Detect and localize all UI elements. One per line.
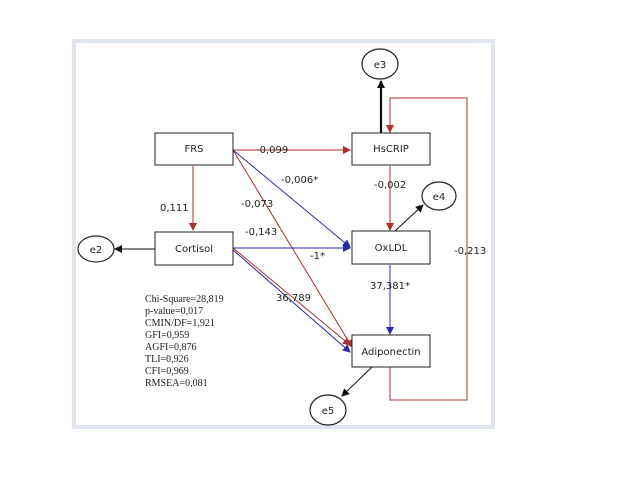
coef-frs-oxldl: -0,006* [281,175,318,186]
error-e5-label: e5 [322,406,335,417]
coef-cortisol-adiponectin-b: 36,789 [276,293,311,304]
path-oxldl-e4 [394,204,424,232]
path-cortisol-adiponectin-a [232,247,351,346]
error-e3: e3 [361,48,399,80]
coef-cortisol-oxldl: -0,143 [245,227,277,238]
node-frs-label: FRS [184,144,203,155]
fit-tli: TLI=0,926 [145,354,189,365]
coef-frs-cortisol: 0,111 [160,203,189,214]
fit-p-value: p-value=0,017 [145,306,203,317]
node-oxldl: OxLDL [351,230,431,265]
path-cortisol-adiponectin-b [232,249,351,353]
node-oxldl-label: OxLDL [375,243,408,254]
coef-cortisol-adiponectin-a: -1* [310,251,325,262]
path-frs-oxldl [232,149,351,248]
fit-gfi: GFI=0,959 [145,330,189,341]
coef-frs-hscrip: -0,099 [256,145,288,156]
coef-oxldl-adiponectin: 37,381* [370,281,410,292]
fit-chi-square: Chi-Square=28,819 [145,294,224,305]
node-frs: FRS [154,132,234,166]
path-adiponectin-hscrip [386,97,468,401]
fit-cmin-df: CMIN/DF=1,921 [145,318,215,329]
error-e3-label: e3 [374,60,387,71]
node-hscrip: HsCRIP [351,132,431,166]
path-adiponectin-e5 [341,366,373,397]
error-e2-label: e2 [90,245,103,256]
error-e5: e5 [309,394,347,426]
coef-frs-adiponectin: -0,073 [241,199,273,210]
node-cortisol: Cortisol [154,231,234,266]
error-e4: e4 [421,181,457,211]
node-adiponectin-label: Adiponectin [361,347,420,358]
error-e2: e2 [77,235,115,263]
error-e4-label: e4 [433,192,446,203]
node-hscrip-label: HsCRIP [373,144,409,155]
coef-adiponectin-hscrip: -0,213 [454,246,486,257]
coef-hscrip-oxldl: -0,002 [374,180,406,191]
fit-statistics: Chi-Square=28,819 p-value=0,017 CMIN/DF=… [145,294,224,389]
node-cortisol-label: Cortisol [175,244,213,255]
fit-cfi: CFI=0,969 [145,366,189,377]
fit-rmsea: RMSEA=0,081 [145,378,208,389]
fit-agfi: AGFI=0,876 [145,342,196,353]
node-adiponectin: Adiponectin [351,334,431,368]
